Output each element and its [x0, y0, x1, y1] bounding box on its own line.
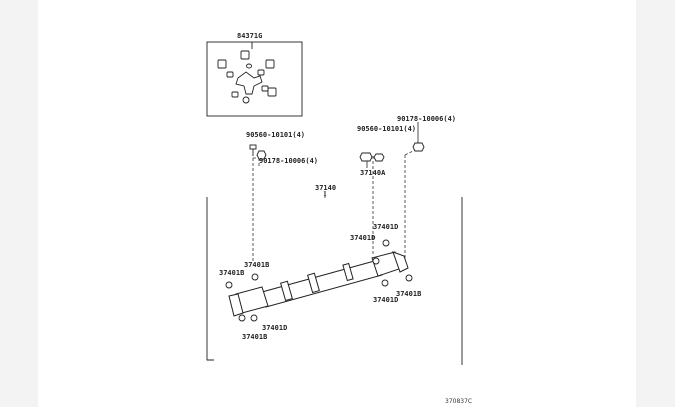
label-bolt-right: 90560-10101(4) [357, 125, 417, 133]
nut-left [256, 150, 267, 160]
frame-left [206, 197, 214, 361]
nut-far-right [412, 142, 425, 152]
label-37401d-bottom: 37401D [262, 324, 288, 332]
universal-joint-kit [217, 50, 277, 104]
label-nut-left: 90178-10006(4) [259, 157, 319, 165]
shaft-small-parts [225, 239, 413, 322]
label-37401d-lower-right: 37401D [373, 296, 399, 304]
diagram-canvas [38, 0, 636, 407]
nut-right [373, 153, 385, 162]
solid-leaders [324, 122, 419, 198]
kit-inset-box [206, 41, 303, 117]
label-37401d-top: 37401D [373, 223, 399, 231]
propeller-shaft [228, 251, 409, 317]
label-37401b-bottom: 37401B [242, 333, 268, 341]
label-nut-right: 90178-10006(4) [397, 115, 457, 123]
label-shaft-tick: 1 [323, 191, 327, 198]
dashed-leaders [252, 147, 420, 262]
label-37401b-left: 37401B [219, 269, 245, 277]
label-kit: 84371G [237, 32, 263, 40]
label-bolt-left: 90560-10101(4) [246, 131, 306, 139]
label-37401b-right: 37401B [396, 290, 422, 298]
label-part-a: 37140A [360, 169, 386, 177]
figure-code: 370837C [445, 398, 473, 405]
label-37401b-upper: 37401B [244, 261, 270, 269]
bolt-right [359, 152, 373, 162]
bolt-left [249, 144, 257, 156]
label-37401d-mid: 37401D [350, 234, 376, 242]
label-shaft: 37140 [315, 184, 337, 192]
